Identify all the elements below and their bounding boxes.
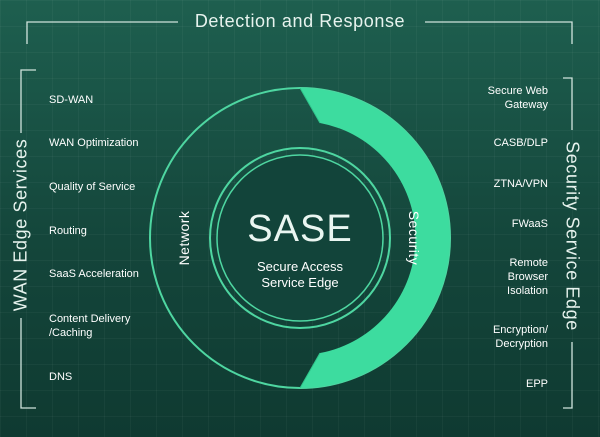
wan-item-quality-of-service: Quality of Service [49,181,136,193]
wan-edge-services-title: WAN Edge Services [10,138,31,312]
inner-ring [209,147,391,329]
network-label: Network [176,210,192,266]
right-bracket-bottom [563,342,573,409]
wan-item-routing: Routing [49,225,87,237]
security-segment [300,88,450,388]
sse-item-secure-web-gateway: Secure Web Gateway [487,85,548,111]
wan-item-sd-wan: SD-WAN [49,94,94,106]
sse-item-epp: EPP [525,378,548,390]
security-service-edge-title: Security Service Edge [562,141,583,331]
sse-item-fwaas: FWaaS [511,218,548,230]
wan-item-content-delivery: Content Delivery /Caching [49,313,131,339]
top-bracket-right [425,21,573,44]
detection-response-title: Detection and Response [194,11,406,31]
wan-item-saas-acceleration: SaaS Acceleration [49,268,139,280]
top-bracket-left [26,21,178,44]
right-bracket-top [563,77,573,130]
sse-item-casb-dlp: CASB/DLP [493,137,548,149]
wan-item-dns: DNS [49,371,73,383]
sse-item-remote-browser-isolation: Remote Browser Isolation [507,257,548,297]
left-bracket-top [20,69,36,133]
sse-item-encryption-decryption: Encryption/ Decryption [492,324,548,350]
wan-item-wan-optimization: WAN Optimization [49,137,139,149]
security-label: Security [406,210,422,266]
sase-subtitle: Secure Access Service Edge [257,259,343,290]
sse-item-ztna-vpn: ZTNA/VPN [493,178,548,190]
security-segment-inner-edge [299,87,321,389]
core-circle [216,154,384,322]
left-bracket-bottom [20,318,36,409]
sase-title: SASE [247,208,353,250]
